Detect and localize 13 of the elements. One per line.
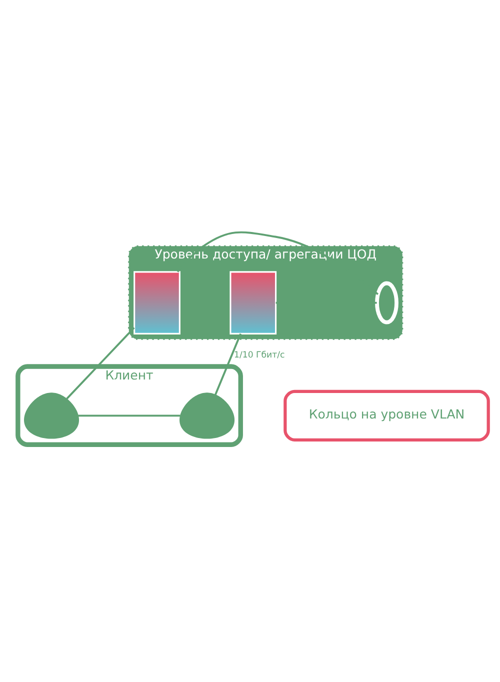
cluster: Клиент [16,364,243,446]
connector [214,332,242,394]
node-box [230,270,277,334]
node-person [24,392,80,438]
edge-label: 1/10 Гбит/с [234,350,285,360]
cluster: Уровень доступа/ агрегации ЦОД [127,244,404,340]
node-box [134,270,180,334]
node-circle [375,280,398,324]
connector [176,230,379,295]
connector [78,414,180,416]
connector [66,326,135,399]
node-box: Кольцо на уровне VLAN [284,389,490,441]
node-person [180,392,235,438]
